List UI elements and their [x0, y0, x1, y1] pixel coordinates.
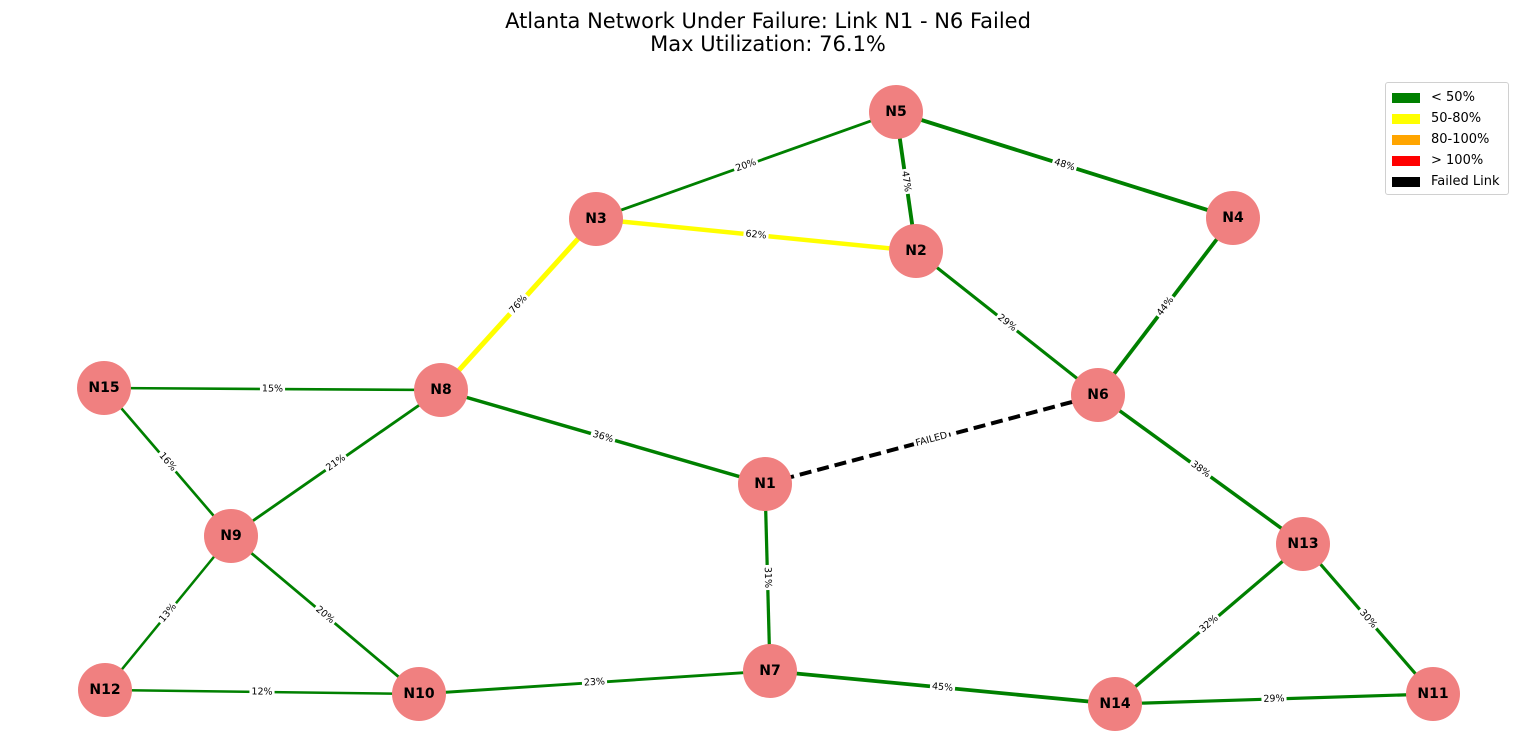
node-n9	[204, 509, 258, 563]
edge-label-background	[1195, 610, 1223, 638]
edge-label: 31%	[762, 567, 774, 588]
legend-label: 80-100%	[1431, 132, 1490, 147]
legend-swatch	[1392, 155, 1420, 166]
legend-item: 80-100%	[1386, 129, 1508, 150]
edge-label-background	[589, 427, 617, 447]
node-n2	[889, 224, 943, 278]
edge-label-group: 31%	[760, 564, 775, 591]
edge-label-group: 62%	[742, 227, 770, 243]
edge-label-background	[155, 599, 181, 627]
edge-label-background	[993, 310, 1021, 336]
legend: < 50% 50-80% 80-100% > 100% Failed Link	[1385, 82, 1509, 195]
edge-label: 12%	[251, 686, 272, 697]
node-n14	[1088, 677, 1142, 731]
node-label-n8: N8	[430, 382, 451, 398]
node-label-n7: N7	[759, 663, 780, 679]
legend-item: < 50%	[1386, 87, 1508, 108]
edge-label-background	[760, 564, 775, 591]
node-label-n9: N9	[220, 528, 241, 544]
node-n3	[569, 192, 623, 246]
legend-item: Failed Link	[1386, 171, 1508, 192]
node-n12	[78, 663, 132, 717]
legend-label: Failed Link	[1431, 174, 1500, 189]
node-label-n13: N13	[1287, 536, 1318, 552]
node-label-n10: N10	[403, 686, 434, 702]
edge-label-group: FAILED	[912, 428, 951, 451]
node-label-n1: N1	[754, 476, 775, 492]
edge-label-group: 21%	[321, 450, 351, 476]
edge-label-group: 45%	[929, 679, 956, 696]
legend-swatch	[1392, 176, 1420, 187]
node-n5	[869, 85, 923, 139]
title-line-1: Atlanta Network Under Failure: Link N1 -…	[505, 9, 1031, 33]
node-label-n14: N14	[1099, 696, 1130, 712]
edge-label-group: 36%	[589, 427, 617, 447]
title-line-2: Max Utilization: 76.1%	[650, 32, 886, 56]
node-label-n6: N6	[1087, 387, 1108, 403]
legend-label: 50-80%	[1431, 111, 1482, 126]
node-n8	[414, 363, 468, 417]
edge-label: 45%	[931, 681, 953, 694]
edge-label-background	[1152, 292, 1179, 321]
node-label-n15: N15	[88, 380, 119, 396]
edge-label-group: 15%	[259, 382, 286, 396]
legend-label: < 50%	[1431, 90, 1475, 105]
legend-swatch	[1392, 113, 1420, 124]
node-label-n11: N11	[1417, 686, 1448, 702]
node-n1	[738, 457, 792, 511]
edge-label-group: 23%	[581, 675, 608, 690]
edge-label-group: 29%	[1261, 692, 1287, 706]
legend-item: 50-80%	[1386, 108, 1508, 129]
edge-label-background	[249, 685, 275, 699]
node-n4	[1206, 191, 1260, 245]
legend-label: > 100%	[1431, 153, 1484, 168]
edge-label: 62%	[745, 228, 767, 241]
edge-label-background	[581, 675, 608, 690]
edge-label-background	[912, 428, 951, 451]
edge-label-group: 48%	[1050, 155, 1079, 175]
node-label-n12: N12	[89, 682, 120, 698]
edge-label-background	[731, 155, 761, 176]
node-n10	[392, 667, 446, 721]
node-n7	[743, 644, 797, 698]
edge-label-background	[311, 601, 339, 629]
node-n6	[1071, 368, 1125, 422]
edge-label-background	[154, 448, 181, 476]
edge-label-background	[742, 227, 770, 243]
node-label-n3: N3	[585, 211, 606, 227]
edge-label: 47%	[899, 170, 913, 192]
node-label-n5: N5	[885, 104, 906, 120]
legend-item: > 100%	[1386, 150, 1508, 171]
edge-label: 29%	[1263, 693, 1284, 705]
edge-label-group: 47%	[897, 168, 915, 195]
edge-label-background	[1050, 155, 1079, 175]
edge-label: 23%	[584, 676, 606, 688]
edge-label-background	[929, 679, 956, 696]
legend-swatch	[1392, 92, 1420, 103]
edge-label-background	[897, 168, 915, 195]
edge-label: 15%	[262, 383, 283, 394]
edge-label-background	[1186, 456, 1215, 483]
node-label-n4: N4	[1222, 210, 1244, 226]
edge-label-background	[321, 450, 351, 476]
edge-label-background	[259, 382, 286, 396]
edge-label-background	[505, 290, 532, 319]
node-label-n2: N2	[905, 243, 926, 259]
edge-label-group: 12%	[249, 685, 275, 699]
legend-swatch	[1392, 134, 1420, 145]
chart-title: Atlanta Network Under Failure: Link N1 -…	[0, 10, 1536, 56]
node-n11	[1406, 667, 1460, 721]
edge-label-background	[1354, 605, 1382, 633]
edge-label-group: 20%	[731, 155, 761, 176]
edge-label-background	[1261, 692, 1287, 706]
node-n13	[1276, 517, 1330, 571]
node-n15	[77, 361, 131, 415]
